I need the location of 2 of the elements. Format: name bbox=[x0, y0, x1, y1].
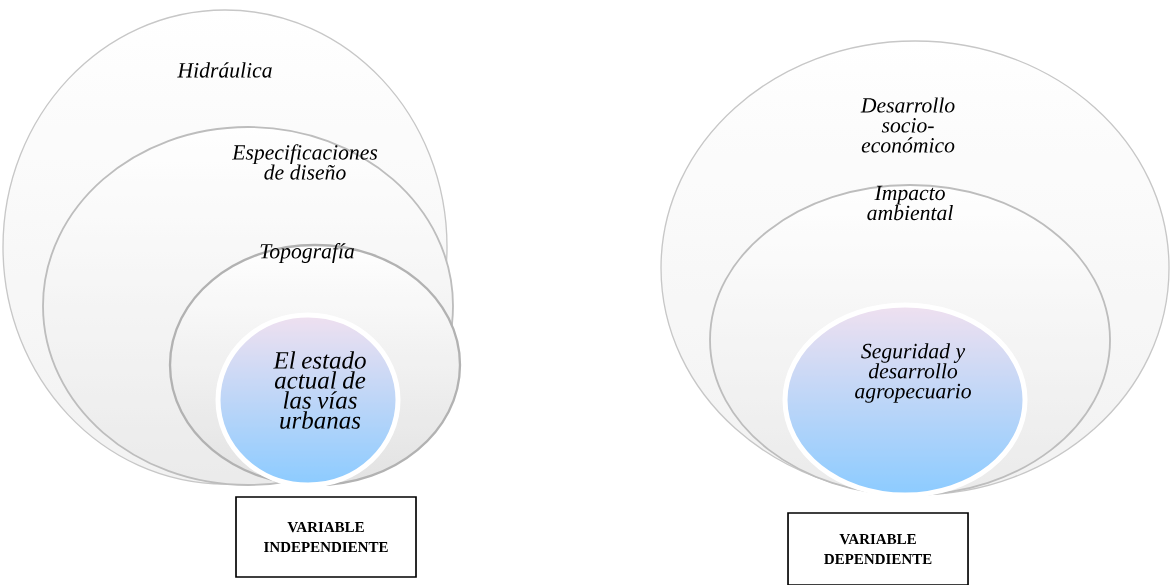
label-box: VARIABLE DEPENDIENTE bbox=[787, 512, 969, 585]
label-box: VARIABLE INDEPENDIENTE bbox=[235, 496, 417, 578]
